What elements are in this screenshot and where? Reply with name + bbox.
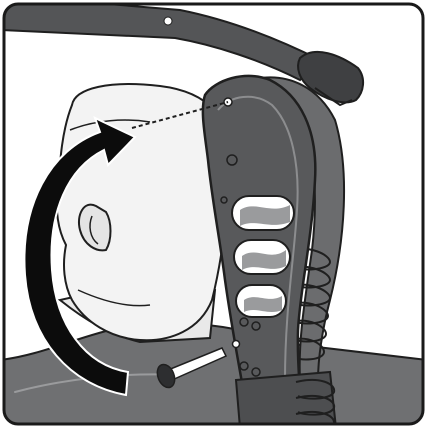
pin-hole bbox=[233, 341, 240, 348]
adjustment-slot-1 bbox=[232, 196, 294, 230]
adjustment-slot-2 bbox=[234, 240, 290, 274]
adjustment-slot-3 bbox=[236, 285, 286, 317]
top-bar-screw bbox=[164, 17, 172, 25]
